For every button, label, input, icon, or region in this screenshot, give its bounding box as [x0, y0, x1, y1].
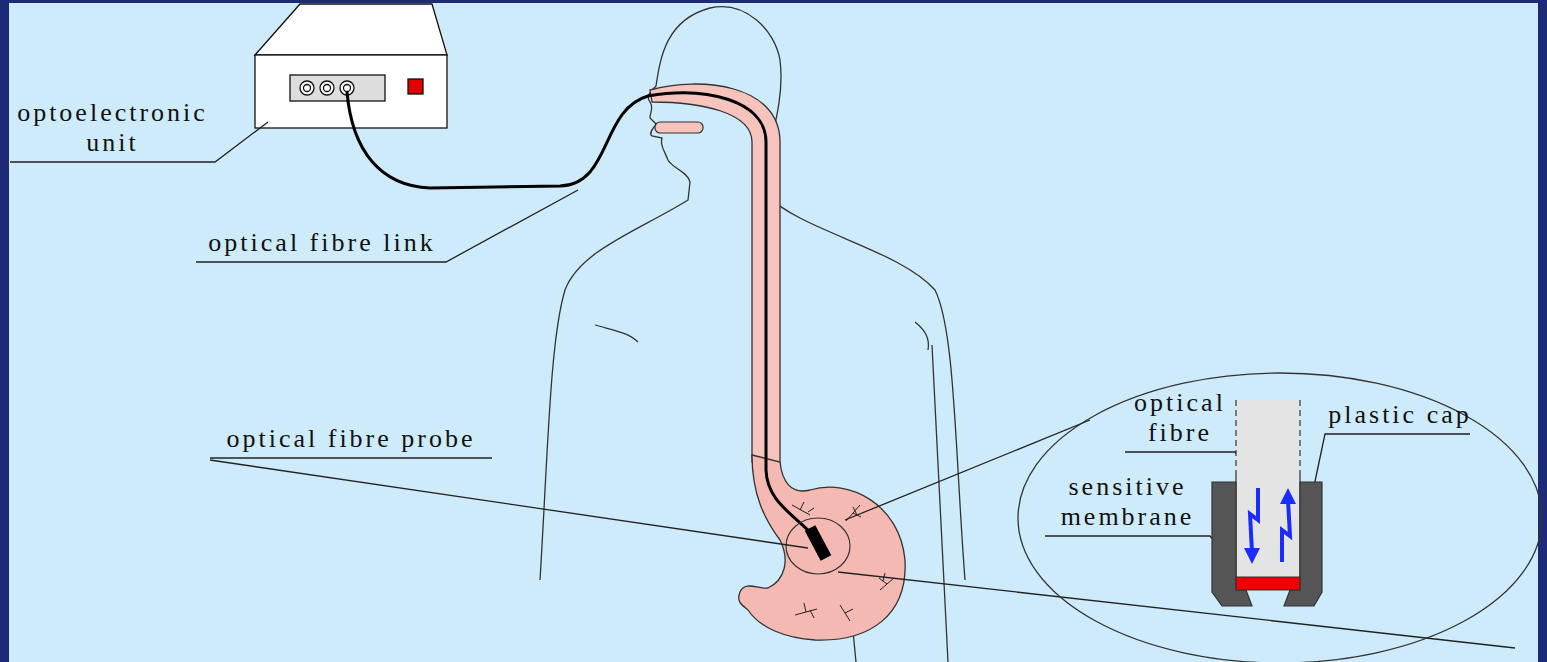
label-slot: optical fibre: [1125, 388, 1235, 448]
body-outline: [540, 7, 965, 662]
leader-lines: [10, 122, 268, 162]
probe-detail: [1250, 488, 1258, 552]
probe-detail: [1299, 400, 1300, 470]
probe-detail: [1282, 500, 1290, 562]
optoelectronic-unit: [320, 81, 334, 95]
label-slot: plastic cap: [1325, 400, 1475, 430]
optoelectronic-unit: [304, 85, 311, 92]
optoelectronic-unit: [344, 85, 351, 92]
body-outline: [540, 182, 690, 580]
optoelectronic-unit: [290, 75, 385, 101]
part-label: plastic cap: [1325, 400, 1475, 430]
optoelectronic-unit: [300, 81, 314, 95]
esophagus: [650, 84, 780, 468]
leader-lines: [10, 122, 1515, 648]
body-outline: [915, 322, 928, 350]
optoelectronic-unit: [408, 79, 423, 94]
stomach-folds: [795, 603, 817, 618]
part-label: optical fibre link: [196, 228, 448, 258]
part-label: optical fibre: [1125, 388, 1235, 448]
optoelectronic-unit: [255, 4, 447, 55]
probe-detail: [1244, 548, 1260, 564]
label-slot: optical fibre probe: [210, 424, 492, 454]
probe-detail: [1280, 488, 1296, 504]
leader-lines: [838, 572, 1515, 648]
leader-lines: [196, 190, 578, 262]
stomach: [739, 455, 905, 640]
frame-band: [1538, 0, 1547, 662]
probe-detail: [1236, 470, 1300, 590]
fibre-cable: [347, 92, 812, 534]
mouth-tube: [655, 122, 703, 133]
leader-lines: [845, 420, 1090, 520]
body-outline: [932, 345, 948, 662]
optoelectronic-unit: [324, 85, 331, 92]
inset-ellipse: [1018, 373, 1542, 662]
leader-lines: [1310, 434, 1470, 505]
probe-detail: [1236, 400, 1300, 470]
part-label: optical fibre probe: [210, 424, 492, 454]
body-outline: [595, 325, 638, 342]
optoelectronic-unit: [255, 4, 447, 128]
frame-band: [0, 0, 1547, 3]
probe-detail: [1235, 400, 1236, 470]
frame-band: [0, 0, 9, 662]
stomach-folds: [792, 502, 814, 515]
sensitive-membrane: [1236, 577, 1300, 590]
part-label: sensitive membrane: [1045, 472, 1210, 532]
stomach-folds: [879, 573, 894, 590]
label-slot: optical fibre link: [196, 228, 448, 258]
label-slot: sensitive membrane: [1045, 472, 1210, 532]
part-label: optoelectronic unit: [10, 98, 215, 158]
probe-tip: [805, 525, 832, 561]
label-slot: optoelectronic unit: [10, 98, 215, 158]
leader-lines: [210, 460, 808, 548]
probe-detail: [1212, 400, 1322, 606]
stomach-folds: [840, 605, 853, 621]
leader-lines: [210, 457, 492, 458]
